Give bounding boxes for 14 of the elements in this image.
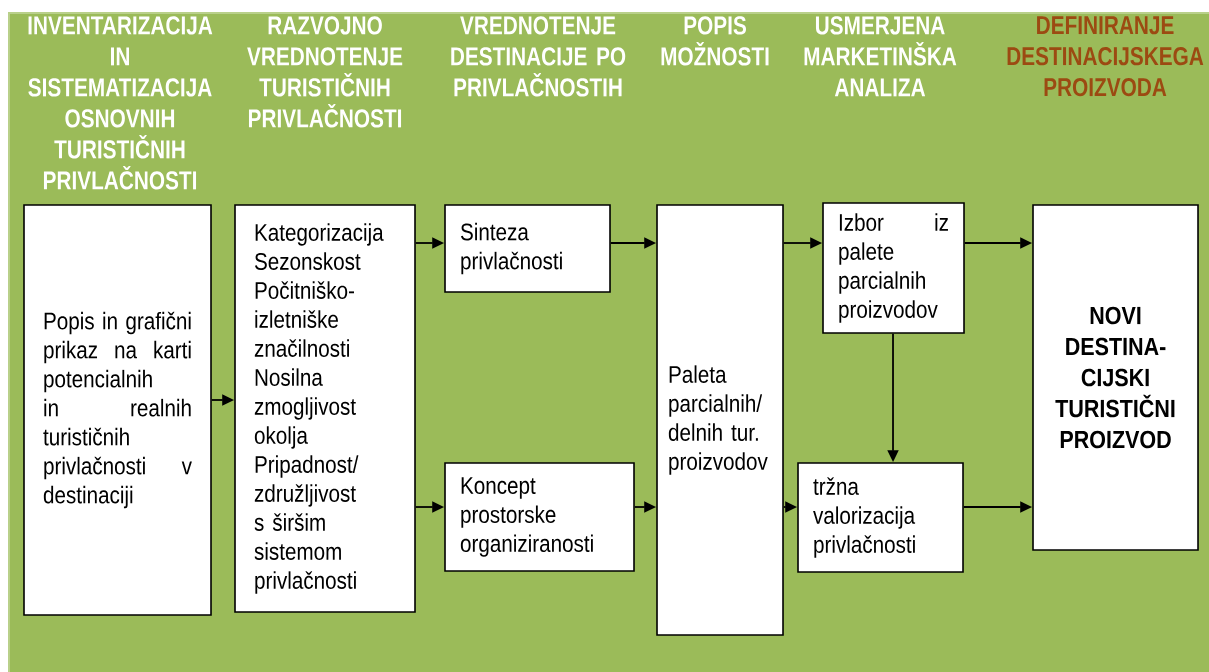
process-box: Paleta parcialnih/delnih tur. proizvodov	[656, 204, 784, 636]
column-heading: USMERJENA MARKETINŠKA ANALIZA	[804, 16, 957, 97]
column-heading: POPIS MOŽNOSTI	[661, 16, 769, 66]
process-box: Kategorizacija Sezonskost Počitniško-izletniške značilnosti Nosilna zmogljivost okolja Pripadnost/združljivost s širšim sistemom privlačnosti	[234, 204, 416, 613]
process-box: Popis in grafični prikaz na karti potencialnih in realnih turističnih privlačnosti v destinaciji	[23, 204, 212, 616]
column-heading: VREDNOTENJE DESTINACIJE PO PRIVLAČNOSTIH	[451, 16, 626, 97]
result-box: NOVI DESTINA-CIJSKI TURISTIČNI PROIZVOD	[1032, 204, 1199, 551]
column-heading: RAZVOJNO VREDNOTENJE TURISTIČNIH PRIVLAČNOSTI	[247, 16, 403, 128]
column-heading: DEFINIRANJE DESTINACIJSKEGA PROIZVODA	[1007, 16, 1204, 97]
process-box: tržna valorizacija privlačnosti	[797, 462, 964, 573]
process-box: Sinteza privlačnosti	[444, 204, 611, 293]
column-heading: INVENTARIZACIJA IN SISTEMATIZACIJA OSNOVNIH TURISTIČNIH PRIVLAČNOSTI	[28, 16, 213, 190]
process-box: Koncept prostorske organiziranosti	[444, 462, 635, 572]
process-box: Izbor iz palete parcialnih proizvodov	[822, 202, 965, 334]
